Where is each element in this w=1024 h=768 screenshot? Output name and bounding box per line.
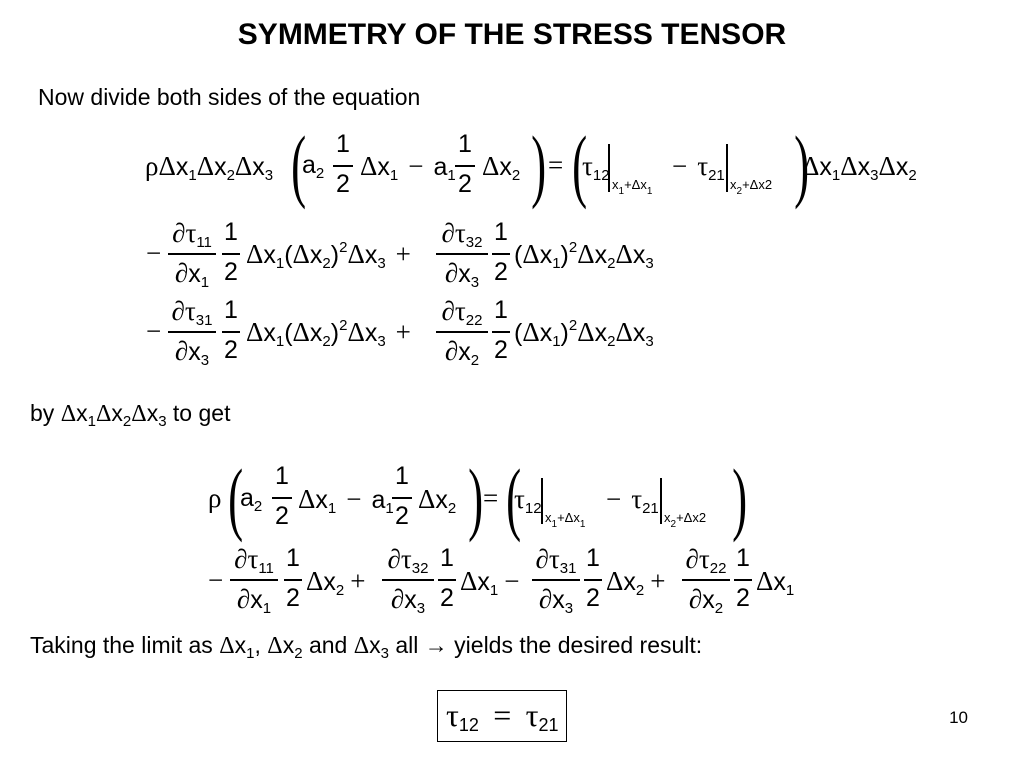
- eq1-a2: a2: [302, 151, 325, 182]
- slide-title: SYMMETRY OF THE STRESS TENSOR: [237, 18, 787, 51]
- eq4-equals: =: [483, 483, 499, 513]
- eq3-partial-tau22: ∂τ22∂x2: [436, 296, 488, 368]
- eq4-a2: a2: [240, 484, 263, 515]
- eq4-tau12: τ12: [514, 484, 542, 517]
- eq1-tau21: −τ21: [672, 151, 725, 184]
- eq2-term1: Δx1(Δx2)2Δx3+: [246, 239, 411, 272]
- eq4-eval-sub-1: x1+Δx1: [545, 510, 586, 530]
- eq2-partial-tau11: ∂τ11∂x1: [168, 218, 216, 290]
- eq4-eval-bar-2: [660, 478, 662, 524]
- eq4-dx1: Δx1−a1: [298, 484, 394, 517]
- eq1-dx2: Δx2: [482, 151, 521, 184]
- eq4-eval-sub-2: x2+Δx2: [664, 510, 707, 530]
- eq1-dx1: Δx1−a1: [360, 151, 456, 184]
- eq4-close-paren: ): [468, 452, 484, 543]
- eq1-close-paren-2: ): [794, 119, 810, 210]
- tau-lhs-sub: 12: [458, 715, 479, 735]
- eq2-partial-tau32: ∂τ32∂x3: [436, 218, 488, 290]
- divide-by-text: by Δx1Δx2Δx3 to get: [30, 400, 231, 430]
- eq3-partial-tau31: ∂τ31∂x3: [168, 296, 216, 368]
- eq5-dx2: Δx2+: [306, 566, 366, 599]
- eq4-eval-bar-1: [541, 478, 543, 524]
- eq1-tau12: τ12: [582, 151, 610, 184]
- eq4-open-paren: (: [228, 452, 244, 543]
- eq1-open-paren: (: [291, 119, 307, 210]
- eq4-tau21: −τ21: [606, 484, 659, 517]
- limit-text-all: all: [395, 632, 419, 658]
- eq1-open-paren-2: (: [572, 119, 588, 210]
- eq3-term2: (Δx1)2Δx2Δx3: [514, 317, 654, 350]
- to-get-word: to get: [172, 400, 231, 426]
- final-result-equation: τ12 = τ21: [446, 697, 559, 734]
- tau-rhs: τ: [525, 697, 539, 733]
- arrow-icon: →: [424, 632, 448, 658]
- eq5-partial-tau22: ∂τ22∂x2: [682, 544, 730, 616]
- eq5-dx1: Δx1−: [460, 566, 520, 599]
- eq1-close-paren: ): [531, 119, 547, 210]
- eq1-rhs-volume: Δx1Δx3Δx2: [802, 151, 917, 184]
- final-result-box: τ12 = τ21: [437, 690, 567, 742]
- tau-rhs-sub: 21: [538, 715, 559, 735]
- eq4-open-paren-2: (: [506, 452, 522, 543]
- eq5-dx1b: Δx1: [756, 566, 795, 599]
- limit-text-and: and: [308, 632, 348, 658]
- eq5-minus: −: [208, 565, 224, 595]
- eq2-minus: −: [146, 238, 162, 268]
- eq2-term2: (Δx1)2Δx2Δx3: [514, 239, 654, 272]
- limit-text-result: yields the desired result:: [454, 632, 703, 658]
- eq1-equals: =: [548, 150, 564, 180]
- eq5-partial-tau32: ∂τ32∂x3: [382, 544, 434, 616]
- eq3-term1: Δx1(Δx2)2Δx3+: [246, 317, 411, 350]
- eq1-eval-sub-2: x2+Δx2: [730, 177, 773, 197]
- limit-text: Taking the limit as Δx1, Δx2 and Δx3 all…: [30, 632, 703, 662]
- tau-lhs: τ: [446, 697, 459, 733]
- eq4-rho: ρ: [208, 483, 222, 513]
- eq1-lhs-prefix: ρΔx1Δx2Δx3: [145, 151, 274, 184]
- intro-text: Now divide both sides of the equation: [38, 84, 421, 110]
- eq5-partial-tau11: ∂τ11∂x1: [230, 544, 278, 616]
- eq1-eval-bar-2: [726, 144, 728, 192]
- by-word: by: [30, 400, 55, 426]
- eq3-minus: −: [146, 316, 162, 346]
- final-equals: =: [493, 697, 512, 733]
- page-number: 10: [949, 708, 968, 727]
- limit-text-a: Taking the limit as: [30, 632, 213, 658]
- eq5-dx2b: Δx2+: [606, 566, 666, 599]
- eq4-dx2: Δx2: [418, 484, 457, 517]
- eq5-partial-tau31: ∂τ31∂x3: [532, 544, 580, 616]
- eq1-eval-bar-1: [608, 144, 610, 192]
- eq4-close-paren-2: ): [732, 452, 748, 543]
- eq1-eval-sub-1: x1+Δx1: [612, 177, 653, 197]
